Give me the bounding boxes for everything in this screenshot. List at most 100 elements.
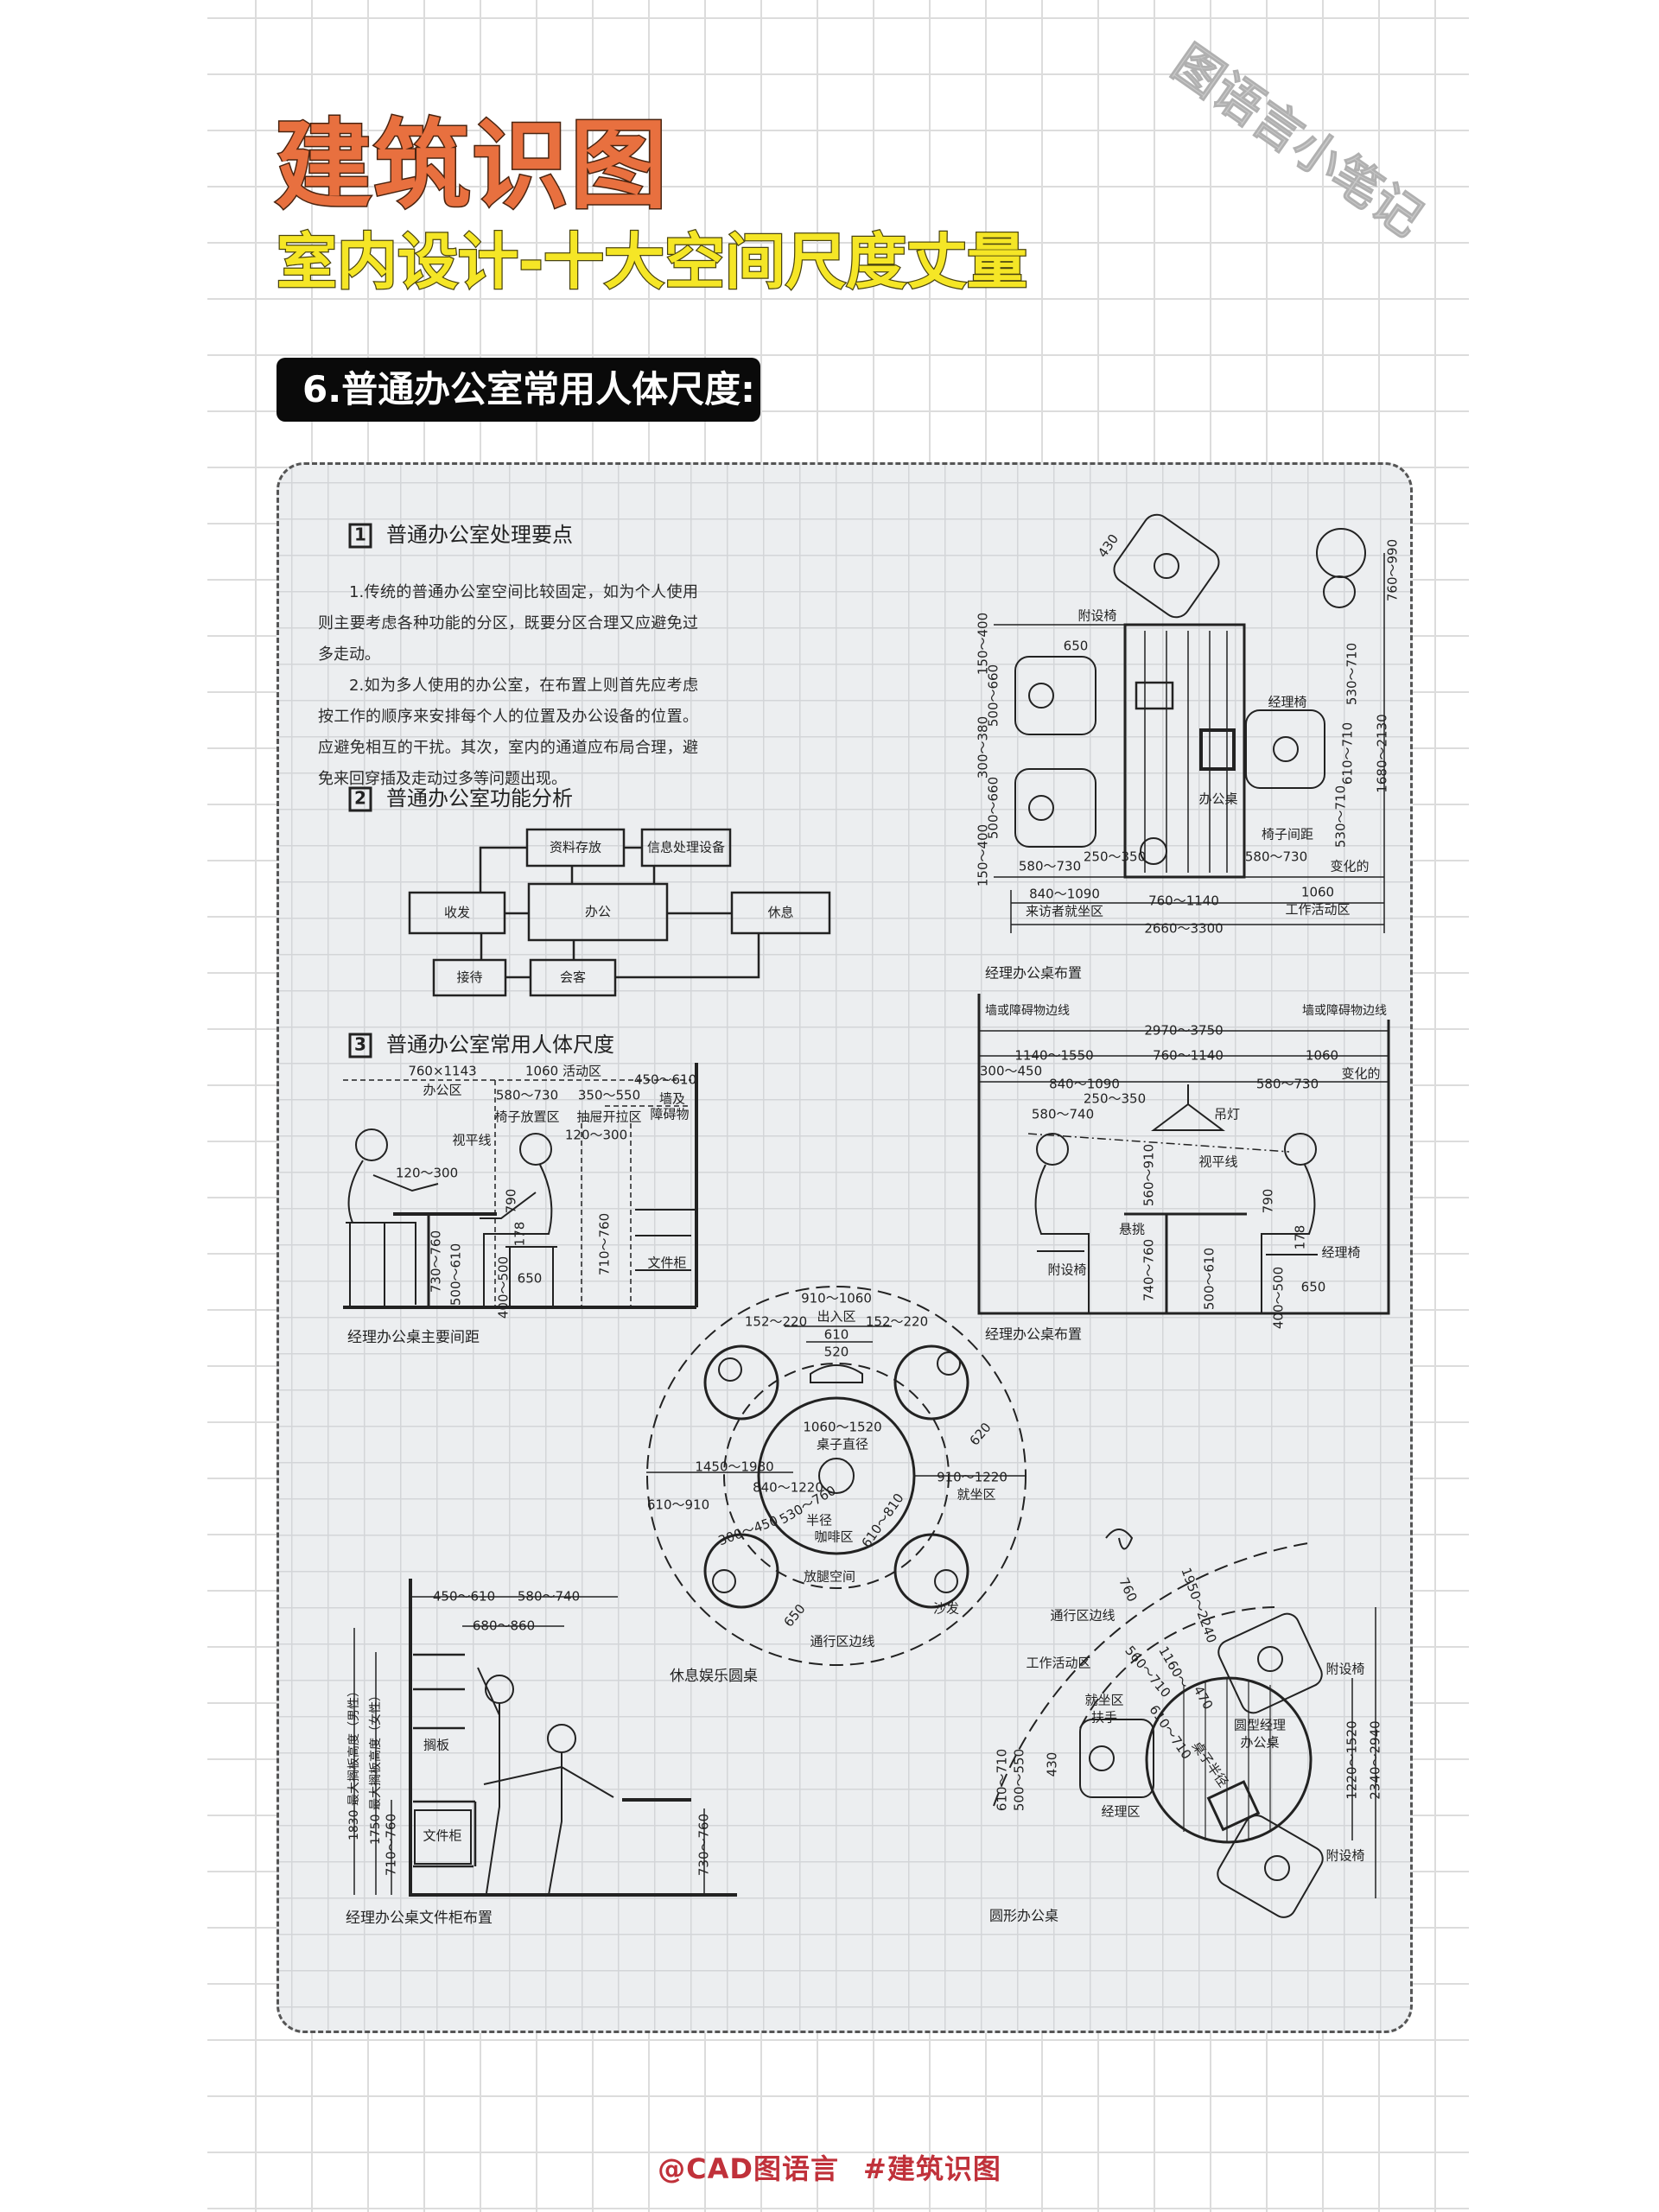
table-lamp — [818, 1458, 855, 1494]
label-d2340-2940: 2340～2940 — [1368, 1720, 1383, 1799]
label-d790: 790 — [504, 1189, 519, 1214]
label-d500-660b: 500～660 — [986, 777, 1001, 839]
label-d760-1140: 760～1140 — [1153, 1048, 1224, 1064]
person-right — [1261, 1164, 1318, 1313]
label-d300-380: 300～380 — [976, 716, 991, 779]
label-d620: 620 — [967, 1420, 995, 1449]
label-work-zone: 工作活动区 — [1026, 1656, 1090, 1671]
label-heading: 普通办公室常用人体尺度 — [386, 1033, 614, 1057]
label-d500-660a: 500～660 — [986, 664, 1001, 727]
footer-handle: @CAD图语言 — [658, 2152, 839, 2185]
label-num: 2 — [354, 788, 366, 809]
label-caption: 经理办公桌布置 — [985, 1326, 1082, 1343]
label-d760-1140: 760～1140 — [1148, 893, 1219, 909]
label-desk2: 办公桌 — [1240, 1735, 1279, 1751]
label-d650: 650 — [1301, 1280, 1326, 1295]
label-d740-760: 740～760 — [1141, 1239, 1157, 1301]
label-d152-220a: 152～220 — [745, 1314, 807, 1330]
attached-chair — [1113, 513, 1220, 619]
flow-box-info — [640, 828, 732, 868]
label-office: 办公 — [585, 904, 611, 919]
plant — [1323, 575, 1356, 608]
page-subtitle: 室内设计-十大空间尺度丈量 — [276, 226, 1029, 297]
label-max-male: 1830 最大搁板高度（男性） — [346, 1685, 361, 1840]
round-office-desk — [993, 1529, 1376, 1918]
label-attached-chair: 附设椅 — [1077, 608, 1116, 624]
flowchart-connectors — [479, 846, 760, 979]
label-num: 3 — [354, 1034, 366, 1055]
label-max-female: 1750 最大搁板高度（女性） — [368, 1689, 383, 1845]
label-d500-610: 500～610 — [1202, 1248, 1217, 1310]
label-overhang: 悬挑 — [1119, 1222, 1145, 1237]
label-d1450-1980: 1450～1980 — [695, 1459, 773, 1475]
label-d178: 178 — [1293, 1225, 1308, 1250]
label-caption: 经理办公桌布置 — [985, 965, 1082, 982]
flow-box-office — [527, 882, 669, 942]
label-wall1: 墙及 — [659, 1091, 685, 1107]
label-d120-300a: 120～300 — [565, 1128, 627, 1143]
label-d2970-3750: 2970～3750 — [1144, 1023, 1223, 1039]
label-caption: 经理办公桌文件柜布置 — [346, 1910, 493, 1927]
attached-chair — [1217, 1612, 1323, 1714]
label-d560-910: 560～910 — [1141, 1144, 1157, 1206]
label-d650: 650 — [518, 1271, 543, 1287]
label-eye-line: 视平线 — [1198, 1154, 1237, 1170]
label-d580-730b: 580～730 — [1245, 849, 1307, 865]
label-caption: 圆形办公桌 — [989, 1908, 1058, 1924]
label-d250-350: 250～350 — [1084, 849, 1146, 865]
label-d430: 430 — [1045, 1752, 1060, 1777]
person-head — [355, 1128, 388, 1161]
label-seating-zone: 就坐区 — [957, 1487, 995, 1503]
label-desk: 办公桌 — [1198, 791, 1237, 807]
manager-chair — [1079, 1719, 1154, 1798]
label-d790: 790 — [1261, 1189, 1276, 1214]
label-d580-740: 580～740 — [1032, 1107, 1094, 1122]
function-flowchart — [408, 828, 831, 997]
attached-chair — [1217, 1815, 1324, 1918]
label-d710-760: 710～760 — [384, 1814, 399, 1876]
label-d680-860: 680～860 — [473, 1618, 535, 1634]
dimension-labels: 1 普通办公室处理要点 2 普通办公室功能分析 3 普通办公室常用人体尺度 资料存放 信息处理… — [346, 523, 1401, 1927]
label-d1060-1520: 1060～1520 — [803, 1420, 881, 1435]
label-d650: 650 — [781, 1601, 809, 1630]
label-d470: 470 — [1190, 1683, 1216, 1713]
label-d520: 520 — [824, 1344, 849, 1360]
plant — [1105, 1529, 1134, 1550]
label-d580-730a: 580～730 — [1019, 859, 1081, 874]
desk-spacing-elevation — [343, 1063, 698, 1309]
seated-person — [483, 1752, 614, 1896]
label-attached-chair-a: 附设椅 — [1325, 1662, 1364, 1677]
intro-paragraphs: 1.传统的普通办公室空间比较固定，如为个人使用则主要考虑各种功能的分区，既要分区… — [318, 577, 698, 795]
label-num: 1 — [354, 524, 366, 545]
flow-box-storage — [525, 828, 626, 868]
label-variable: 变化的 — [1330, 859, 1369, 874]
label-d300-450: 300～450 — [716, 1513, 780, 1549]
label-shelf: 搁板 — [423, 1738, 449, 1753]
label-d710-760: 710～760 — [597, 1213, 613, 1275]
label-table-radius: 桌子半径 — [1189, 1738, 1231, 1789]
label-d840-1090: 840～1090 — [1029, 887, 1100, 902]
label-d910-1220: 910～1220 — [937, 1470, 1007, 1485]
label-heading: 普通办公室处理要点 — [386, 523, 573, 547]
label-leg-space: 放腿空间 — [804, 1569, 855, 1585]
person-left — [1034, 1164, 1090, 1313]
label-mail: 收发 — [444, 905, 470, 920]
label-d500-550: 500～550 — [1012, 1749, 1027, 1811]
label-passage-line: 通行区边线 — [1050, 1608, 1115, 1624]
manager-desk-elevation — [977, 994, 1390, 1315]
label-d2660-3300: 2660～3300 — [1144, 921, 1223, 937]
chair-right — [505, 1246, 557, 1307]
label-storage: 资料存放 — [550, 840, 601, 855]
chair-left — [346, 1222, 389, 1307]
label-d610-710: 610～710 — [1340, 722, 1356, 785]
label-d580-730: 580～730 — [496, 1088, 558, 1103]
label-info: 信息处理设备 — [647, 840, 725, 855]
intro-paragraph-2: 2.如为多人使用的办公室，在布置上则首先应考虑按工作的顺序来安排每个人的位置及办… — [318, 677, 698, 788]
label-chair-gap: 椅子间距 — [1262, 827, 1313, 842]
plant — [1316, 528, 1366, 578]
label-variable: 变化的 — [1341, 1066, 1380, 1082]
label-reception: 接待 — [456, 969, 482, 985]
chair-top — [810, 1364, 863, 1383]
label-heading: 普通办公室功能分析 — [386, 786, 573, 810]
label-d910-1060: 910～1060 — [801, 1291, 872, 1306]
